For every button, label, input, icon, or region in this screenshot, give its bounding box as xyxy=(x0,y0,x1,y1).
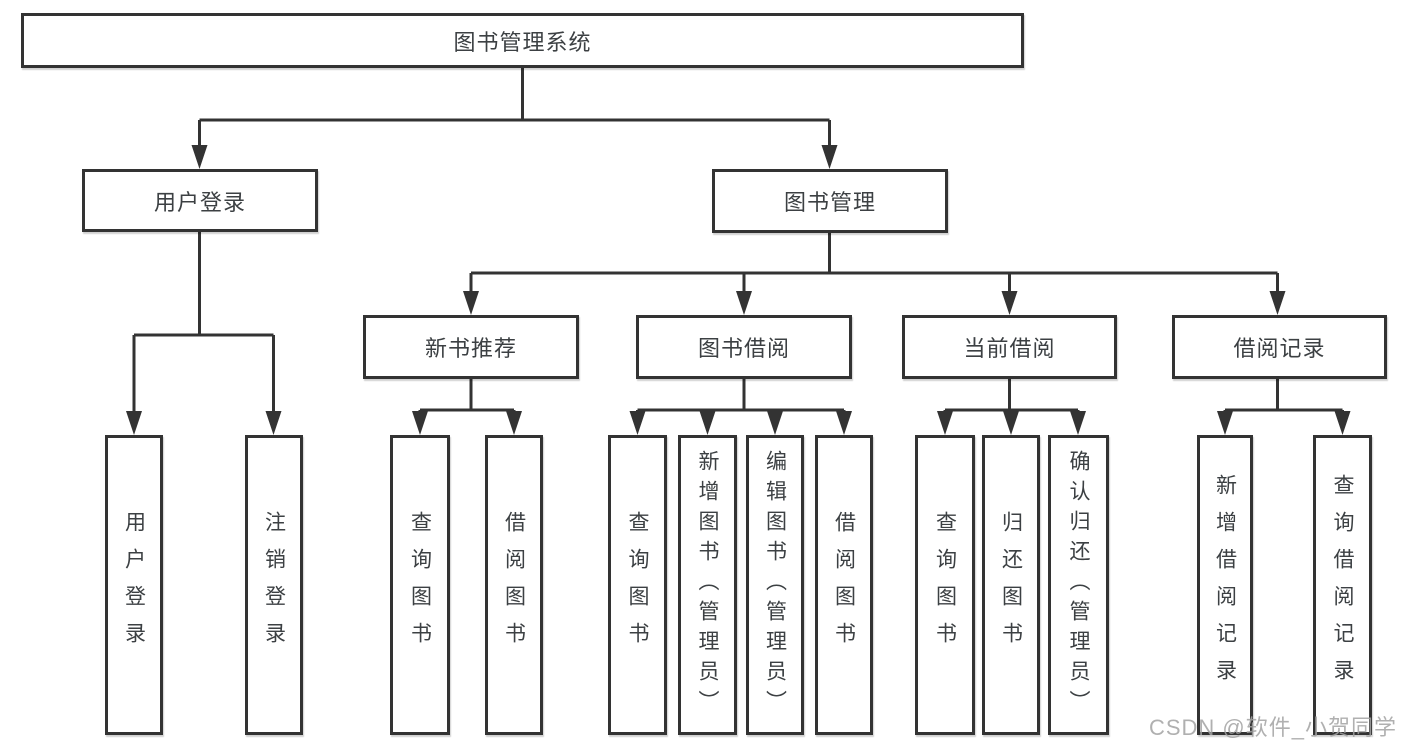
leaf-nbr-borrow-books: 借阅图书 xyxy=(485,435,543,735)
node-library-system-label: 图书管理系统 xyxy=(453,29,592,55)
leaf-cb-query-books: 查询图书 xyxy=(915,435,975,735)
leaf-bb-borrow-books: 借阅图书 xyxy=(815,435,873,735)
connector-book-borrow xyxy=(636,379,846,413)
connector-borrow-records xyxy=(1223,379,1344,413)
connector-book-management xyxy=(469,233,1279,293)
node-borrow-records: 借阅记录 xyxy=(1172,315,1387,379)
leaf-br-add-record-label: 新增借阅记录 xyxy=(1213,474,1237,696)
leaf-nbr-query-books-label: 查询图书 xyxy=(408,511,432,659)
leaf-bb-query-books: 查询图书 xyxy=(608,435,667,735)
node-borrow-records-label: 借阅记录 xyxy=(1233,336,1326,361)
watermark: CSDN @软件_小贺同学 xyxy=(1148,715,1397,740)
node-book-management: 图书管理 xyxy=(712,169,948,233)
leaf-user-login: 用户登录 xyxy=(105,435,163,735)
leaf-bb-add-books-admin: 新增图书（管理员） xyxy=(678,435,737,735)
leaf-bb-add-books-admin-label: 新增图书（管理员） xyxy=(696,450,719,720)
connector-current-borrow xyxy=(943,379,1080,413)
node-user-login: 用户登录 xyxy=(82,169,318,232)
node-book-borrow-label: 图书借阅 xyxy=(697,336,790,361)
leaf-bb-query-books-label: 查询图书 xyxy=(626,511,649,659)
leaf-logout: 注销登录 xyxy=(245,435,303,735)
connector-root xyxy=(198,68,831,147)
leaf-cb-return-books: 归还图书 xyxy=(982,435,1040,735)
leaf-br-query-record: 查询借阅记录 xyxy=(1313,435,1372,735)
leaf-br-add-record: 新增借阅记录 xyxy=(1197,435,1253,735)
connector-user-login xyxy=(132,232,275,413)
leaf-nbr-query-books: 查询图书 xyxy=(390,435,450,735)
node-library-system: 图书管理系统 xyxy=(21,13,1024,68)
leaf-bb-edit-books-admin-label: 编辑图书（管理员） xyxy=(763,450,787,720)
leaf-cb-return-books-label: 归还图书 xyxy=(999,511,1023,659)
leaf-nbr-borrow-books-label: 借阅图书 xyxy=(502,511,526,659)
node-new-book-recommend: 新书推荐 xyxy=(363,315,579,379)
node-current-borrow: 当前借阅 xyxy=(902,315,1117,379)
leaf-br-query-record-label: 查询借阅记录 xyxy=(1331,474,1354,696)
node-new-book-recommend-label: 新书推荐 xyxy=(424,336,517,361)
leaf-bb-edit-books-admin: 编辑图书（管理员） xyxy=(746,435,804,735)
node-book-borrow: 图书借阅 xyxy=(636,315,852,379)
connector-new-book-recommend xyxy=(418,379,516,413)
node-current-borrow-label: 当前借阅 xyxy=(963,336,1056,361)
leaf-cb-confirm-return-admin-label: 确认归还（管理员） xyxy=(1067,450,1090,720)
leaf-logout-label: 注销登录 xyxy=(262,511,286,659)
leaf-cb-confirm-return-admin: 确认归还（管理员） xyxy=(1048,435,1109,735)
node-book-management-label: 图书管理 xyxy=(783,190,876,215)
node-user-login-label: 用户登录 xyxy=(153,189,246,215)
leaf-bb-borrow-books-label: 借阅图书 xyxy=(832,511,856,659)
leaf-user-login-label: 用户登录 xyxy=(122,511,146,659)
leaf-cb-query-books-label: 查询图书 xyxy=(933,511,957,659)
